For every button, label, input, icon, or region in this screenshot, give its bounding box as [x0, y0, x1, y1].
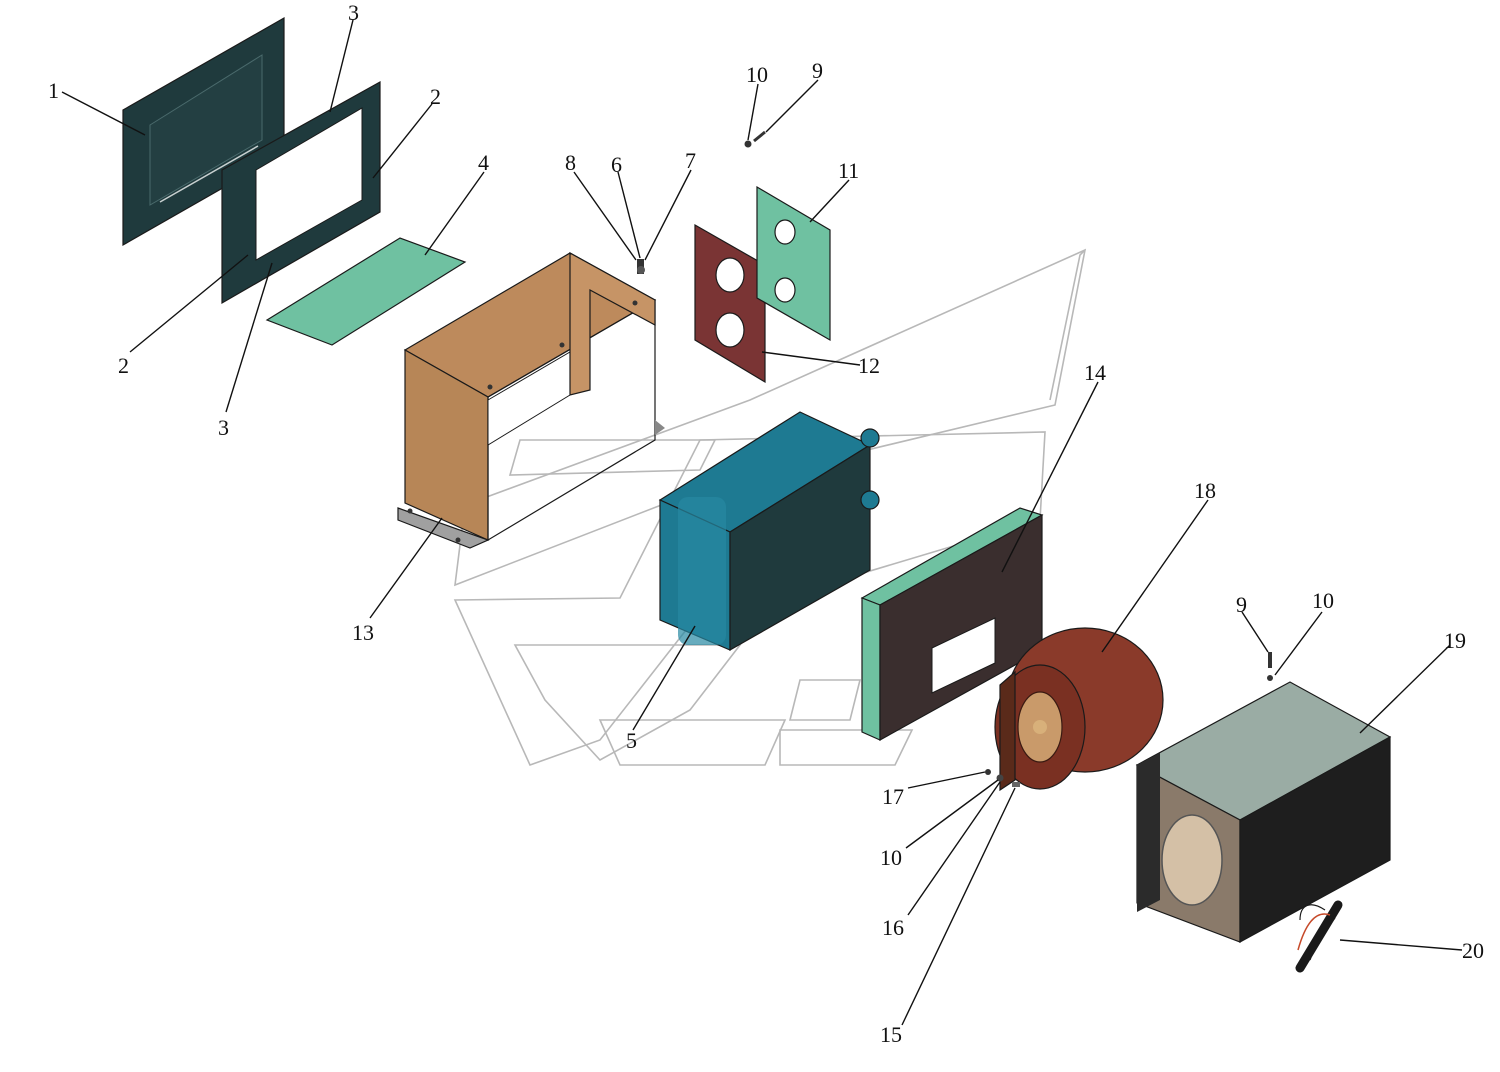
- callout-4: 4: [478, 150, 489, 175]
- part-14-mounting-frame: [860, 507, 1044, 742]
- callout-6: 6: [611, 152, 622, 177]
- callout-1: 1: [48, 78, 59, 103]
- callout-16: 16: [882, 915, 904, 940]
- callout-15: 15: [880, 1022, 902, 1047]
- callout-18: 18: [1194, 478, 1216, 503]
- part-6-7-8-screw: [637, 259, 645, 274]
- callout-10: 10: [746, 62, 768, 87]
- part-11-teal-plate: [756, 185, 831, 342]
- callout-14: 14: [1084, 360, 1106, 385]
- callout-12: 12: [858, 353, 880, 378]
- part-4-gasket-strip: [265, 237, 467, 346]
- callout-19: 19: [1444, 628, 1466, 653]
- leader-lines: [61, 19, 1463, 1026]
- callout-3: 3: [348, 0, 359, 25]
- callout-20: 20: [1462, 938, 1484, 963]
- part-2-frame: [221, 80, 381, 305]
- callout-labels: 1 3 2 2 3 4 8 6 7 10 9 11 12 13 14 5 18 …: [48, 0, 1484, 1047]
- part-18-fan: [994, 627, 1164, 792]
- part-5-heater-core: [658, 411, 880, 652]
- part-1-filter-panel: [122, 16, 285, 247]
- callout-9: 9: [812, 58, 823, 83]
- callout-3: 3: [218, 415, 229, 440]
- part-9-10-bolt-top: [744, 130, 766, 148]
- callout-5: 5: [626, 728, 637, 753]
- part-9-10-bolt-right: [1267, 652, 1273, 681]
- callout-8: 8: [565, 150, 576, 175]
- part-20-sensor: [1295, 900, 1343, 973]
- callout-9: 9: [1236, 592, 1247, 617]
- part-12-brown-plate: [694, 223, 766, 384]
- callout-2: 2: [118, 353, 129, 378]
- callout-10: 10: [1312, 588, 1334, 613]
- part-19-cover-box: [1135, 681, 1392, 944]
- callout-7: 7: [685, 148, 696, 173]
- callout-10: 10: [880, 845, 902, 870]
- callout-2: 2: [430, 84, 441, 109]
- callout-13: 13: [352, 620, 374, 645]
- part-15-16-17-fasteners: [985, 769, 1020, 787]
- part-13-housing: [397, 251, 665, 549]
- callout-17: 17: [882, 784, 904, 809]
- callout-11: 11: [838, 158, 859, 183]
